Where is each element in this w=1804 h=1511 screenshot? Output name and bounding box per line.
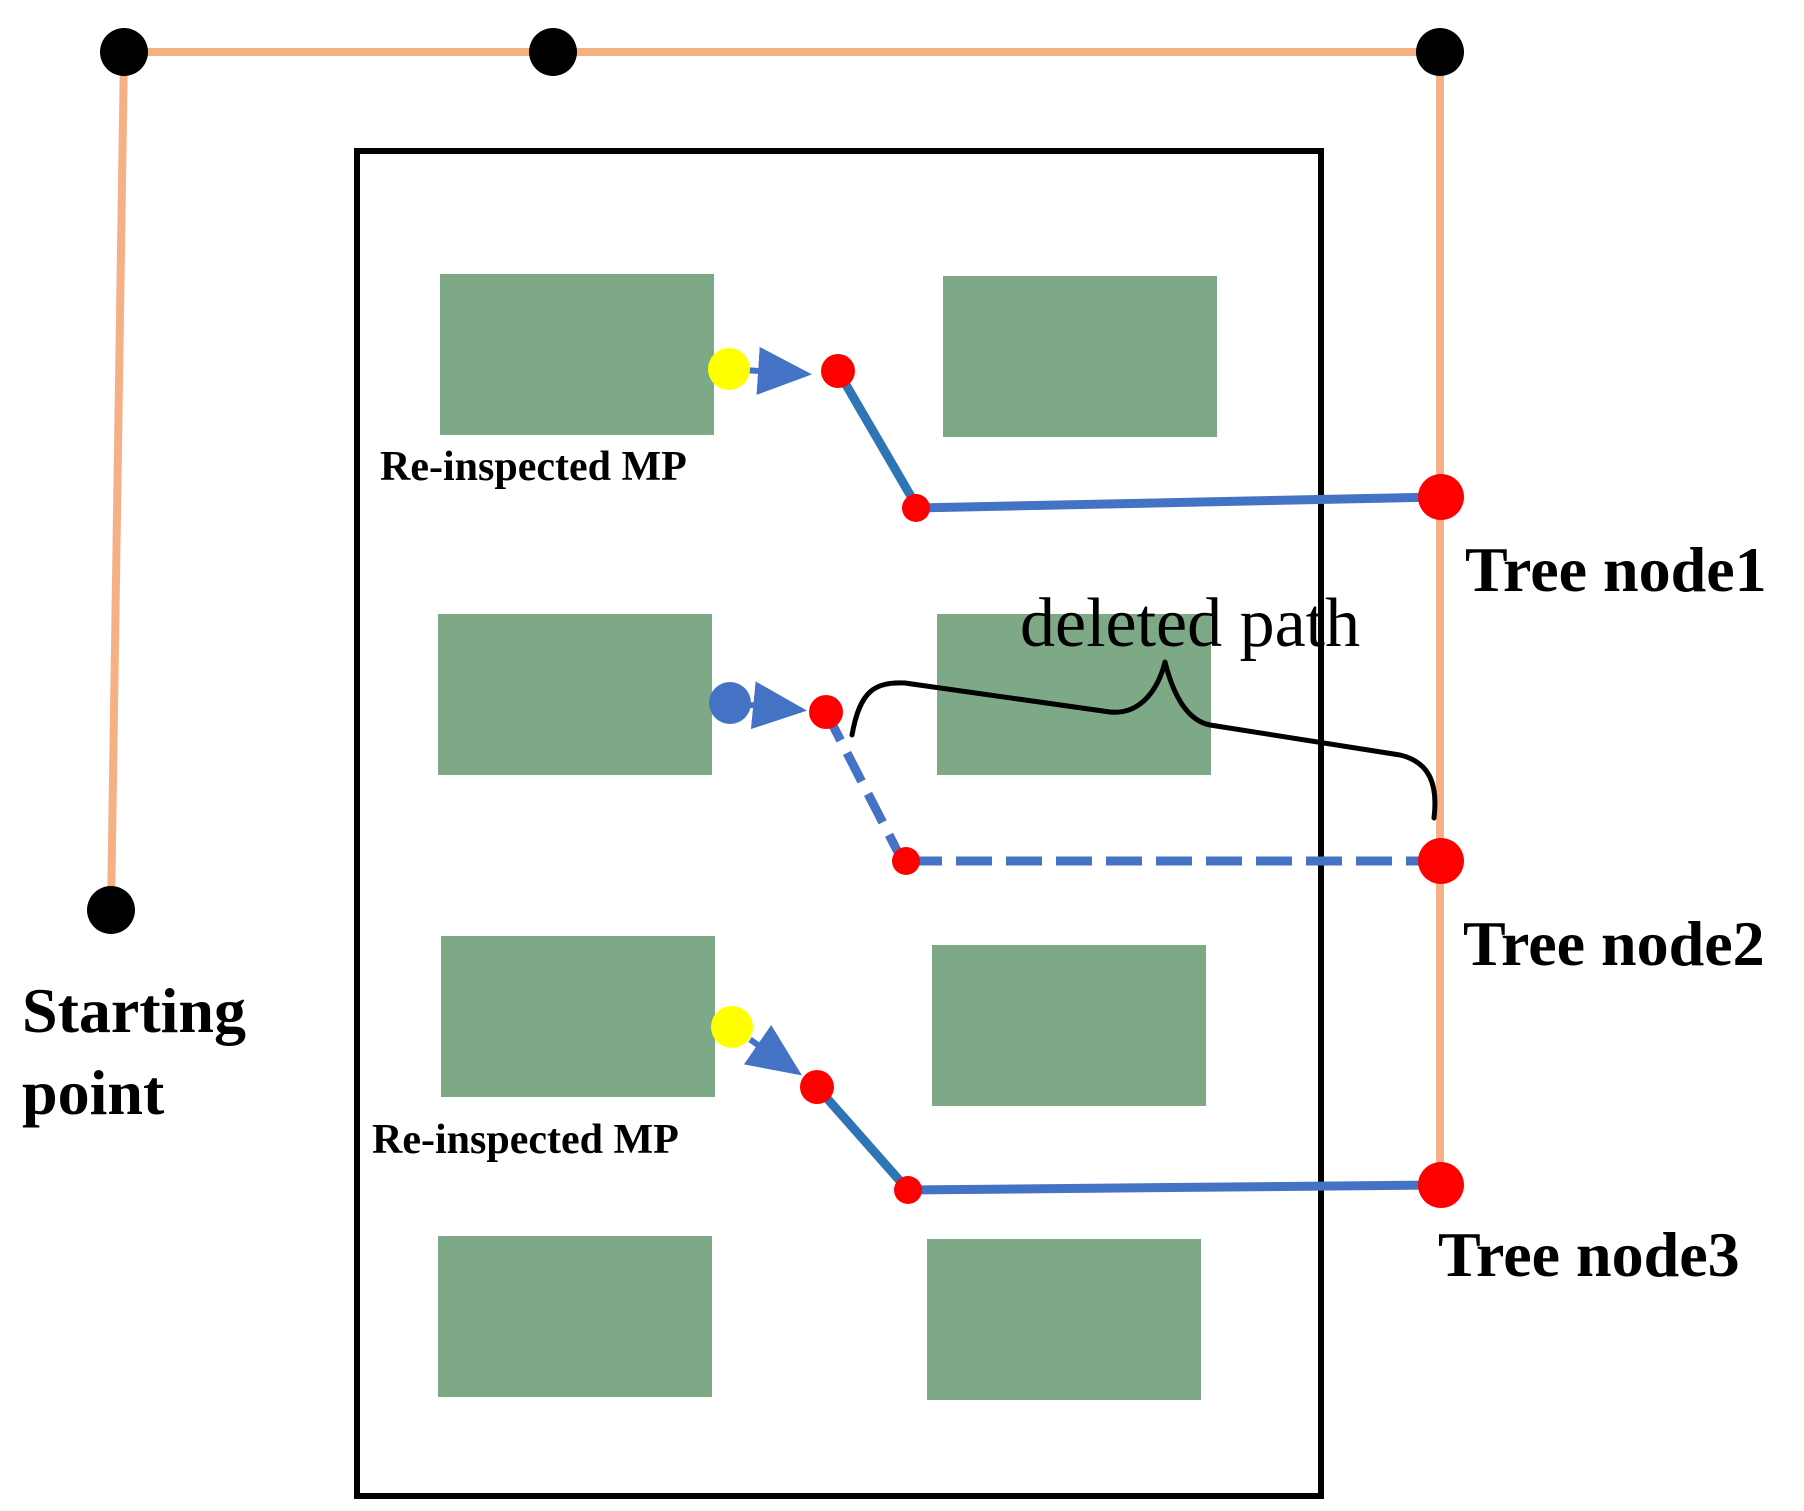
branch-1-horizontal — [915, 492, 1439, 513]
waypoint-icon — [800, 1070, 834, 1104]
starting-point-label-line1: Starting — [22, 975, 246, 1046]
block-r4-left — [438, 1236, 712, 1397]
route-nodes — [87, 28, 1464, 934]
block-r1-right — [943, 276, 1217, 437]
branch-3-horizontal — [907, 1180, 1439, 1195]
route-node-top-mid — [529, 28, 577, 76]
block-r3-left — [441, 936, 715, 1097]
inspection-area-boundary — [354, 148, 1324, 1499]
blocks — [438, 274, 1217, 1400]
route-node-top-right — [1416, 28, 1464, 76]
branch-1 — [708, 346, 1439, 522]
block-r4-right — [927, 1239, 1201, 1400]
waypoint-icon — [902, 494, 930, 522]
tree-node-1-label: Tree node1 — [1465, 534, 1767, 605]
waypoint-icon — [892, 847, 920, 875]
deleted-mp-icon — [709, 682, 751, 724]
tree-node-1-icon — [1418, 474, 1464, 520]
tree-node-2-icon — [1418, 838, 1464, 884]
waypoint-icon — [894, 1176, 922, 1204]
block-r1-left — [440, 274, 714, 435]
block-r2-left — [438, 614, 712, 775]
block-r3-right — [932, 945, 1206, 1106]
branch-3 — [711, 1006, 1439, 1204]
reinspected-mp-label-top: Re-inspected MP — [380, 444, 687, 490]
starting-point-label-line2: point — [22, 1057, 165, 1128]
tree-nodes — [1418, 474, 1464, 1208]
reinspected-mp-icon-bottom — [711, 1006, 753, 1048]
waypoint-icon — [821, 354, 855, 388]
route-node-top-left — [100, 28, 148, 76]
branch-3-slant — [813, 1084, 912, 1193]
main-route — [107, 48, 1444, 1189]
branch-1-slant — [834, 368, 920, 508]
branch-2-deleted — [709, 681, 1438, 875]
main-route-left-segment — [107, 48, 128, 914]
waypoint-icon — [809, 695, 843, 729]
reinspected-mp-label-bottom: Re-inspected MP — [372, 1117, 679, 1163]
tree-node-2-label: Tree node2 — [1463, 908, 1765, 979]
tree-node-3-label: Tree node3 — [1438, 1219, 1740, 1290]
reinspected-mp-icon-top — [708, 348, 750, 390]
starting-point-node — [87, 886, 135, 934]
branch-2-slant-dashed — [821, 709, 907, 863]
deleted-path-label: deleted path — [1020, 585, 1360, 662]
deleted-path-brace — [849, 659, 1438, 821]
tree-node-3-icon — [1418, 1162, 1464, 1208]
